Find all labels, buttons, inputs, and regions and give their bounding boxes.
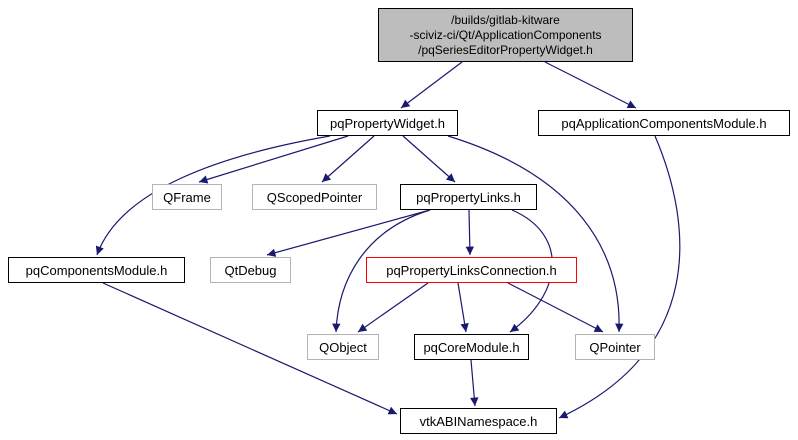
edge-pqApplicationComponentsModule-to-vtkABINamespace <box>558 135 681 419</box>
edge-pqPropertyWidget-to-QFrame <box>198 135 349 184</box>
edge-pqPropertyLinksConnection-to-pqCoreModule <box>457 282 469 333</box>
edge-pqPropertyLinksConnection-to-QPointer <box>507 282 604 333</box>
node-QPointer: QPointer <box>575 334 655 360</box>
edge-pqPropertyWidget-to-QScopedPointer <box>321 135 375 183</box>
edge-pqPropertyWidget-to-pqComponentsModule <box>95 135 331 256</box>
node-root-file: /builds/gitlab-kitware -sciviz-ci/Qt/App… <box>378 8 633 62</box>
node-QFrame: QFrame <box>152 184 222 210</box>
node-vtkABINamespace-h[interactable]: vtkABINamespace.h <box>400 408 557 434</box>
edge-pqPropertyWidget-to-QPointer <box>447 135 624 333</box>
edge-pqPropertyLinks-to-QObject <box>332 209 431 333</box>
edge-pqCoreModule-to-vtkABINamespace <box>470 359 479 407</box>
edge-root-to-pqPropertyWidget <box>400 61 463 109</box>
edge-root-to-pqApplicationComponentsModule <box>544 61 637 109</box>
edge-pqComponentsModule-to-vtkABINamespace <box>102 282 398 415</box>
node-pqPropertyLinks-h[interactable]: pqPropertyLinks.h <box>400 184 537 210</box>
node-QScopedPointer: QScopedPointer <box>252 184 377 210</box>
node-pqComponentsModule-h[interactable]: pqComponentsModule.h <box>8 257 185 283</box>
node-pqPropertyLinksConnection-h[interactable]: pqPropertyLinksConnection.h <box>366 257 577 283</box>
node-pqApplicationComponentsModule-h[interactable]: pqApplicationComponentsModule.h <box>538 110 790 136</box>
node-QObject: QObject <box>307 334 379 360</box>
edge-pqPropertyWidget-to-pqPropertyLinks <box>402 135 456 183</box>
edge-pqPropertyLinks-to-QtDebug <box>266 209 431 257</box>
edge-pqPropertyLinks-to-pqPropertyLinksConnection <box>465 209 475 256</box>
node-pqPropertyWidget-h[interactable]: pqPropertyWidget.h <box>317 110 458 136</box>
node-pqCoreModule-h[interactable]: pqCoreModule.h <box>414 334 529 360</box>
edge-pqPropertyLinksConnection-to-QObject <box>357 282 429 333</box>
node-QtDebug: QtDebug <box>210 257 291 283</box>
